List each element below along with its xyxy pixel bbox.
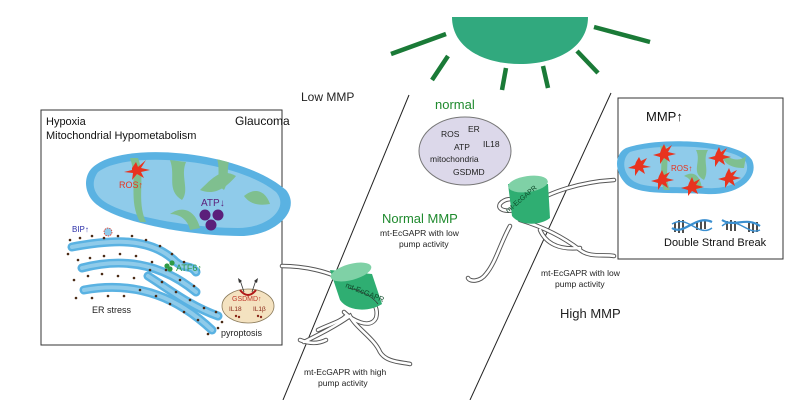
- il18-label: IL18: [229, 306, 242, 313]
- normal-state-ellipse: ROS ER ATP IL18 mitochondria GSDMD: [418, 116, 512, 186]
- mt-ecgapr-protein-low-activity: mt-EcGAPR: [465, 175, 617, 283]
- normal-item-il18: IL18: [483, 139, 500, 149]
- mitochondrion-icon: ROS↑ ATP↓: [86, 152, 291, 236]
- normal-item-mitochondria: mitochondria: [430, 154, 479, 164]
- endoplasmic-reticulum-icon: [66, 227, 224, 336]
- glaucoma-panel: ROS↑ ATP↓: [40, 109, 291, 346]
- high-activity-caption-line2: pump activity: [318, 378, 368, 388]
- low-mmp-label: Low MMP: [301, 90, 354, 104]
- hypoxia-label: Hypoxia: [46, 116, 87, 128]
- ros-up-label-right: ROS↑: [671, 164, 692, 173]
- mitochondrion-ros-icon: ROS↑: [617, 141, 754, 196]
- dna-double-strand-break-icon: [671, 219, 761, 233]
- high-activity-caption-line1: mt-EcGAPR with high: [304, 367, 386, 377]
- membrane-line-left: [282, 94, 410, 400]
- ros-burst-icon: [124, 160, 150, 180]
- membrane-line-right: [469, 92, 612, 400]
- atp-molecules-icon: [199, 209, 224, 231]
- pyroptosis-label: pyroptosis: [221, 328, 263, 338]
- pyroptosis-cell-icon: GSDMD↑ IL18 IL1β: [221, 278, 275, 324]
- sun-icon: [390, 17, 651, 91]
- il1b-label: IL1β: [253, 306, 266, 313]
- high-mmp-label: High MMP: [560, 306, 621, 321]
- ros-up-label: ROS↑: [119, 180, 143, 190]
- gsdmd-up-label: GSDMD↑: [232, 296, 262, 303]
- normal-title: normal: [435, 97, 475, 112]
- double-strand-break-label: Double Strand Break: [664, 237, 767, 249]
- er-stress-label: ER stress: [92, 305, 132, 315]
- hypometabolism-label: Mitochondrial Hypometabolism: [46, 130, 196, 142]
- normal-caption-line2: pump activity: [399, 239, 449, 249]
- high-mmp-panel: MMP↑ ROS↑: [617, 97, 784, 260]
- normal-caption-line1: mt-EcGAPR with low: [380, 228, 460, 238]
- normal-item-ros: ROS: [441, 129, 460, 139]
- bip-up-label: BIP↑: [72, 225, 89, 234]
- normal-item-gsdmd: GSDMD: [453, 167, 485, 177]
- glaucoma-label: Glaucoma: [235, 114, 290, 128]
- normal-mmp-label: Normal MMP: [382, 211, 458, 226]
- normal-item-atp: ATP: [454, 142, 470, 152]
- low-activity-caption-line1: mt-EcGAPR with low: [541, 268, 621, 278]
- low-activity-caption-line2: pump activity: [555, 279, 605, 289]
- atf6-molecules-icon: [164, 260, 175, 272]
- atp-down-label: ATP↓: [201, 198, 225, 209]
- mmp-up-label: MMP↑: [646, 109, 683, 124]
- mt-ecgapr-protein-high-activity: mt-EcGAPR: [279, 262, 413, 367]
- normal-item-er: ER: [468, 124, 480, 134]
- atf6-up-label: ATF6↑: [176, 263, 202, 273]
